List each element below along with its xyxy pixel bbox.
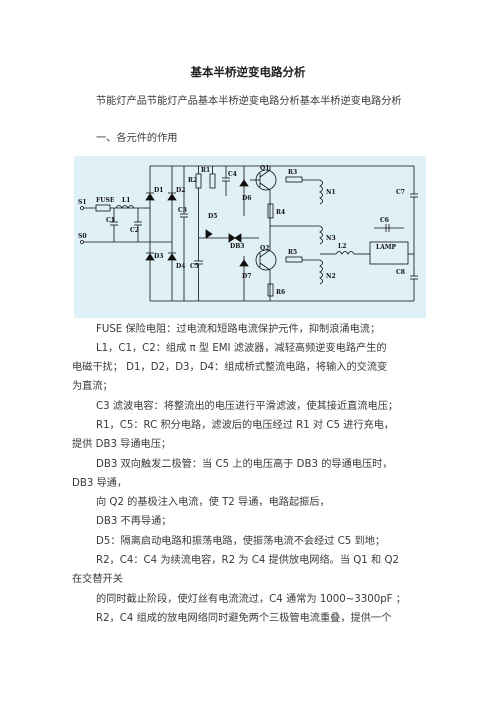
- label-d5: D5: [208, 213, 217, 220]
- text-line-6: R1，C5：RC 积分电路，滤波后的电压经过 R1 对 C5 进行充电，: [96, 420, 395, 431]
- text-line-15: 的同时截止阶段，使灯丝有电流流过，C4 通常为 1000~3300pF ；: [96, 594, 406, 605]
- label-c6: C6: [380, 217, 389, 224]
- text-line-5: C3 滤波电容：将整流出的电压进行平滑滤波，使其接近直流电压；: [96, 401, 399, 412]
- label-c8: C8: [396, 269, 405, 276]
- label-d7: D7: [242, 273, 251, 280]
- label-c2: C2: [130, 227, 139, 234]
- label-r6: R6: [276, 289, 285, 296]
- label-d6: D6: [242, 195, 251, 202]
- label-fuse: FUSE: [96, 197, 115, 204]
- text-line-12: D5：隔离启动电路和振荡电路，使振荡电流不会经过 C5 到地；: [96, 536, 386, 547]
- circuit-diagram: S1 S0 FUSE L1 C1 C2 D1 D2 D3 D4 R2 R1 C3…: [74, 156, 426, 318]
- section-heading: 一、各元件的作用: [96, 133, 178, 144]
- text-line-9: DB3 导通，: [72, 478, 128, 489]
- label-r3: R3: [288, 169, 297, 176]
- text-line-11: DB3 不再导通；: [96, 516, 172, 527]
- label-d3: D3: [154, 253, 163, 260]
- label-c3: C3: [178, 207, 187, 214]
- label-d1: D1: [154, 187, 163, 194]
- label-r5: R5: [288, 249, 297, 256]
- label-r4: R4: [276, 209, 285, 216]
- label-db3: DB3: [230, 243, 244, 250]
- text-line-4: 为直流；: [72, 381, 113, 392]
- text-line-2: L1，C1，C2：组成 π 型 EMI 滤波器，减轻高频逆变电路产生的: [96, 343, 387, 354]
- label-c5: C5: [190, 263, 199, 270]
- label-q1: Q1: [260, 165, 269, 172]
- text-line-7: 提供 DB3 导通电压；: [72, 439, 172, 450]
- label-c7: C7: [396, 189, 405, 196]
- text-line-8: DB3 双向触发二极管：当 C5 上的电压高于 DB3 的导通电压时，: [96, 459, 393, 470]
- label-r1: R1: [201, 167, 210, 174]
- label-s0: S0: [78, 233, 87, 240]
- diagram-background: [74, 156, 426, 318]
- label-d4: D4: [176, 263, 185, 270]
- text-line-1: FUSE 保险电阻：过电流和短路电流保护元件，抑制浪涌电流；: [96, 324, 381, 335]
- label-lamp: LAMP: [376, 244, 397, 251]
- text-line-13: R2，C4：C4 为续流电容，R2 为 C4 提供放电网络。当 Q1 和 Q2: [96, 555, 399, 566]
- text-line-14: 在交替开关: [72, 574, 123, 585]
- label-r2: R2: [188, 177, 197, 184]
- intro-paragraph: 节能灯产品节能灯产品基本半桥逆变电路分析基本半桥逆变电路分析: [96, 96, 402, 107]
- text-line-3: 电磁干扰； D1，D2，D3，D4：组成桥式整流电路，将输入的交流变: [72, 362, 388, 373]
- label-n1: N1: [326, 189, 336, 196]
- label-d2: D2: [176, 187, 185, 194]
- text-line-16: R2，C4 组成的放电网络同时避免两个三极管电流重叠，提供一个: [96, 613, 392, 624]
- label-n3: N3: [326, 235, 336, 242]
- label-c4: C4: [228, 171, 237, 178]
- text-line-10: 向 Q2 的基极注入电流，使 T2 导通，电路起振后，: [96, 497, 330, 508]
- label-q2: Q2: [260, 245, 269, 252]
- label-l2: L2: [338, 243, 346, 250]
- label-c1: C1: [106, 217, 115, 224]
- label-s1: S1: [78, 199, 87, 206]
- label-n2: N2: [326, 273, 336, 280]
- label-l1: L1: [122, 197, 130, 204]
- page-title: 基本半桥逆变电路分析: [190, 65, 306, 79]
